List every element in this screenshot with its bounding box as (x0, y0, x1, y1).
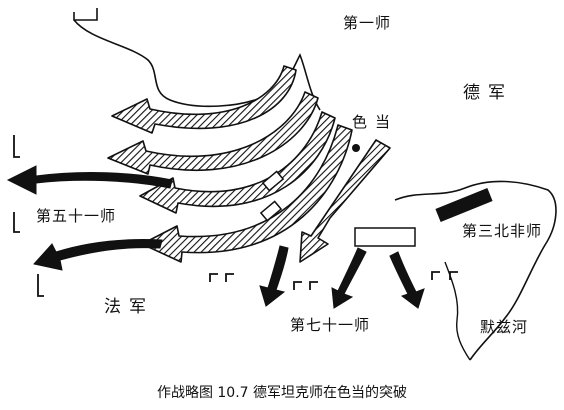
terrain-edge-right (394, 180, 557, 361)
thrust-arrow-5 (299, 139, 391, 263)
river-edge (444, 261, 471, 361)
position-box-1 (261, 170, 285, 192)
retreat-arrow-south-1 (259, 245, 289, 307)
north-african-division-block (435, 188, 493, 222)
thrust-arrow-3 (139, 111, 336, 214)
position-box-3 (354, 227, 416, 247)
meuse-river-label: 默兹河 (480, 318, 529, 336)
retreat-arrow-west-1 (6, 165, 173, 195)
thrust-arrow-1 (111, 65, 297, 134)
retreat-arrow-south-3 (389, 251, 425, 309)
thrust-arrow-2 (107, 91, 319, 175)
terrain-outline (73, 8, 321, 111)
div-3-north-african-label: 第三北非师 (462, 222, 543, 240)
french-army-label: 法军 (104, 297, 154, 317)
french-positions (13, 135, 458, 297)
retreat-arrow-west-2 (33, 239, 163, 271)
french-retreat-arrows (6, 165, 425, 309)
position-box-2 (259, 200, 283, 222)
div-51-label: 第五十一师 (36, 207, 117, 225)
sedan-dot (352, 144, 360, 152)
map-caption: 作战略图 10.7 德军坦克师在色当的突破 (156, 385, 408, 401)
thrust-arrow-4 (141, 124, 353, 263)
div-71-label: 第七十一师 (290, 316, 371, 334)
german-army-label: 德军 (463, 83, 513, 103)
sedan-label: 色当 (352, 113, 399, 131)
retreat-arrow-south-2 (331, 247, 367, 309)
first-division-label: 第一师 (343, 14, 392, 32)
german-thrust-arrows (107, 65, 391, 263)
